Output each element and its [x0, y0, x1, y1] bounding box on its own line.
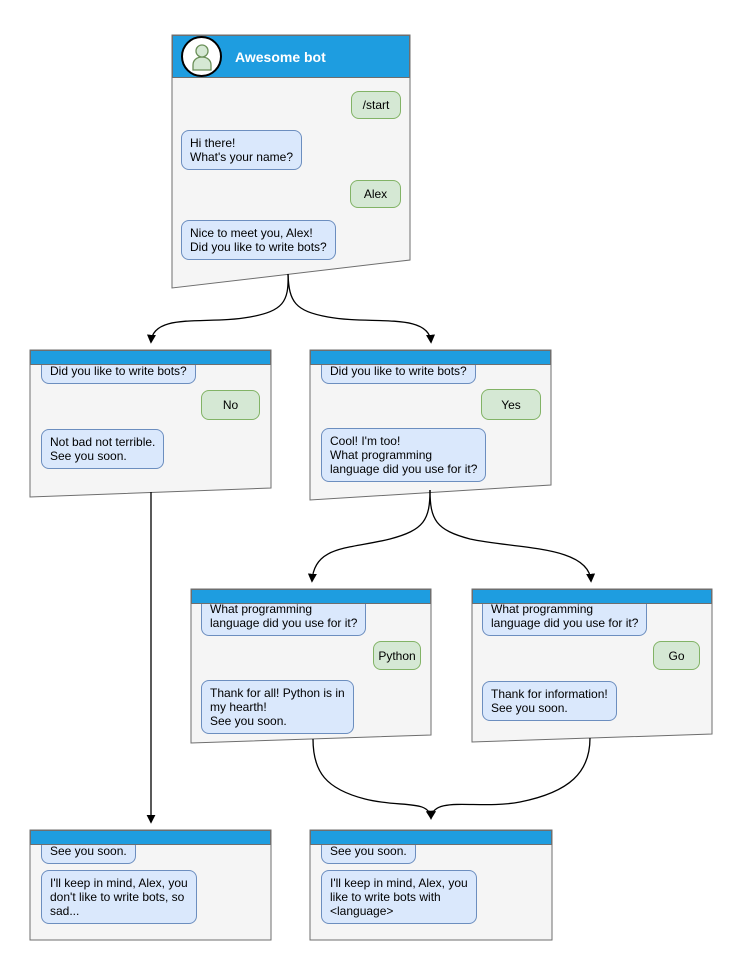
connector-yes-to-python — [307, 489, 431, 583]
connector-python-to-end-yes — [312, 738, 435, 820]
avatar — [181, 36, 222, 77]
window-yes-branch-header — [310, 350, 551, 365]
window-no-branch-header — [30, 350, 271, 365]
user-message-bubble: Python — [373, 641, 421, 670]
user-message-bubble: Alex — [350, 180, 401, 208]
bot-message-bubble: I'll keep in mind, Alex, you like to wri… — [321, 870, 477, 924]
window-main-header: Awesome bot — [172, 35, 410, 78]
bot-message-bubble: Cool! I'm too! What programming language… — [321, 428, 487, 482]
connector-main-to-yes — [287, 273, 435, 344]
window-end-no-header — [30, 830, 271, 845]
user-message-bubble: No — [201, 390, 260, 420]
person-icon — [191, 43, 212, 71]
window-python-branch-header — [191, 589, 431, 604]
bot-message-bubble: Nice to meet you, Alex! Did you like to … — [181, 220, 336, 260]
window-end-yes-header — [310, 830, 552, 845]
connector-go-to-end-yes — [427, 737, 591, 820]
connector-yes-to-go — [429, 489, 596, 583]
window-go-branch-header — [472, 589, 712, 604]
bot-message-bubble: Hi there! What's your name? — [181, 130, 303, 170]
bot-message-bubble: Thank for information! See you soon. — [482, 681, 617, 721]
window-main-title: Awesome bot — [235, 48, 326, 65]
bot-message-bubble: I'll keep in mind, Alex, you don't like … — [41, 870, 197, 924]
bot-message-bubble: Not bad not terrible. See you soon. — [41, 429, 165, 469]
bot-message-bubble: Thank for all! Python is in my hearth! S… — [201, 680, 354, 734]
user-message-bubble: Yes — [481, 389, 541, 420]
connector-main-to-no — [147, 273, 289, 344]
user-message-bubble: /start — [351, 91, 401, 119]
user-message-bubble: Go — [653, 641, 700, 670]
